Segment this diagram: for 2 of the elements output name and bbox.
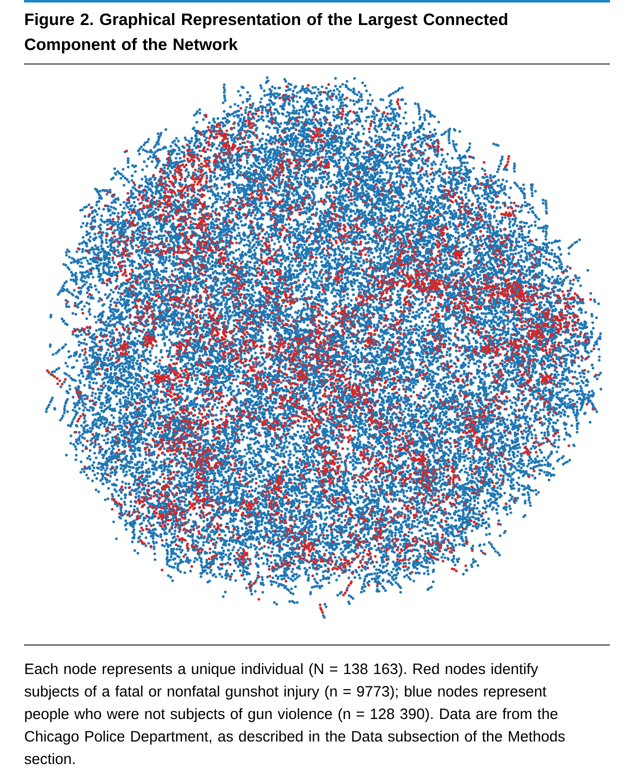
figure-title: Figure 2. Graphical Representation of the Largest Connected Component of the Network xyxy=(24,13,508,54)
figure-caption: Each node represents a unique individual (N = 138 163). Red nodes identify subjects of a fatal or nonfatal gunshot injury (n = 9773); blue nodes represent people who were not subjects of gun violence (n = 128 390). Data are from the Chicago Police Department, as described in the Data subsection of the Methods section. xyxy=(24,663,565,764)
